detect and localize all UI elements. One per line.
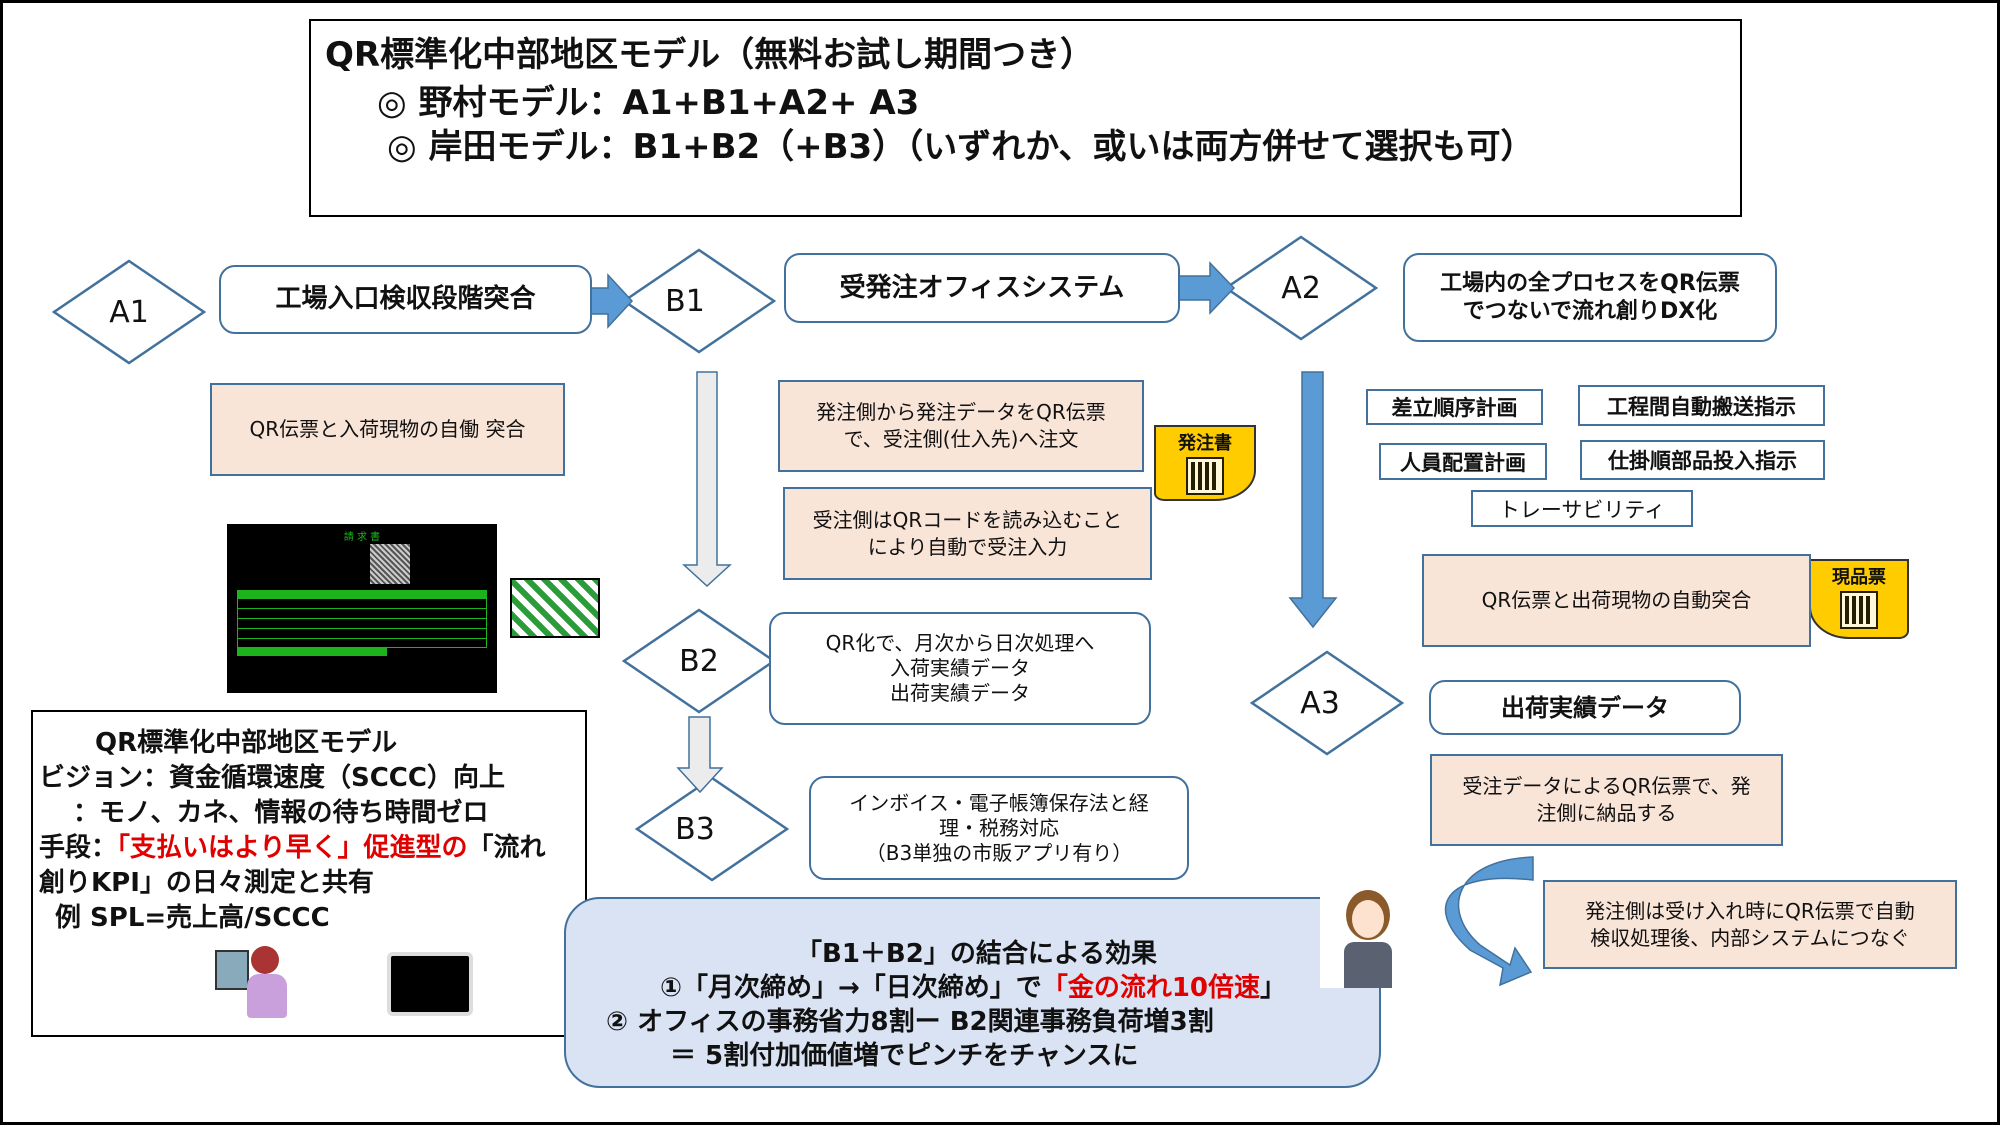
a2-step-line1: 工場内の全プロセスをQR伝票 xyxy=(1440,271,1740,296)
invoice-title: 請 求 書 xyxy=(343,532,381,543)
b2-line2: 入荷実績データ xyxy=(890,656,1030,680)
qr-code-icon xyxy=(1186,457,1224,495)
model-summary-panel: QR標準化中部地区モデル ビジョン：資金循環速度（SCCC）向上 ：モノ、カネ、… xyxy=(31,710,587,1037)
diamond-b1 xyxy=(621,248,777,354)
b2-line1: QR化で、月次から日次処理へ xyxy=(825,631,1095,655)
a1-detail-box: QR伝票と入荷現物の自働 突合 xyxy=(210,383,565,476)
arrow-b2-to-b3 xyxy=(676,716,724,794)
node-a2: A2 xyxy=(1281,270,1321,306)
tablet-icon xyxy=(387,952,473,1016)
diamond-b3 xyxy=(634,776,790,882)
node-a3: A3 xyxy=(1300,685,1340,721)
b2-line3: 出荷実績データ xyxy=(890,681,1030,705)
effect-title: 「B1＋B2」の結合による効果 xyxy=(796,939,1158,969)
item-tag-note: 現品票 xyxy=(1809,559,1909,639)
effect-line2: ② オフィスの事務省力8割ー B2関連事務負荷増3割 xyxy=(606,1007,1214,1037)
qr-code-icon xyxy=(1840,591,1878,629)
title-box: QR標準化中部地区モデル（無料お試し期間つき） ◎ 野村モデル：A1+B1+A2… xyxy=(309,19,1742,217)
order-note-label: 発注書 xyxy=(1178,433,1232,454)
b3-line1: インボイス・電子帳簿保存法と経 xyxy=(849,790,1149,815)
page-title: QR標準化中部地区モデル（無料お試し期間つき） xyxy=(325,35,1095,75)
b1-detail2-box: 受注側はQRコードを読み込むこと により自動で受注入力 xyxy=(783,487,1152,580)
node-b3: B3 xyxy=(675,811,715,847)
means-prefix: 手段： xyxy=(39,833,118,863)
arrow-b1-to-b2 xyxy=(682,371,732,588)
diamond-a3 xyxy=(1249,650,1405,756)
boxes-icon xyxy=(510,578,600,638)
node-b1: B1 xyxy=(665,283,705,319)
nomura-model: ◎ 野村モデル：A1+B1+A2+ A3 xyxy=(377,83,920,123)
invoice-table xyxy=(237,598,487,648)
example-line: 例 SPL=売上高/SCCC xyxy=(55,903,330,933)
b3-line3: （B3単独の市販アプリ有り） xyxy=(865,840,1133,865)
invoice-table-header xyxy=(237,590,487,598)
order-note: 発注書 xyxy=(1154,425,1256,501)
final-box: 発注側は受け入れ時にQR伝票で自動 検収処理後、内部システムにつなぐ xyxy=(1543,880,1957,969)
item-tag-label: 現品票 xyxy=(1832,567,1886,588)
cheerful-woman-icon xyxy=(1320,884,1413,988)
b1-detail2-line2: により自動で受注入力 xyxy=(867,534,1068,559)
a3-step-box: 出荷実績データ xyxy=(1429,680,1741,735)
a3-detail-line1: 受注データによるQR伝票で、発 xyxy=(1462,774,1751,798)
effect-box: 「B1＋B2」の結合による効果 ①「月次締め」→「日次締め」で「金の流れ10倍速… xyxy=(564,897,1381,1088)
b3-line2: 理・税務対応 xyxy=(939,815,1059,840)
vision-line2: ：モノ、カネ、情報の待ち時間ゼロ xyxy=(73,798,489,828)
arrow-a2-down xyxy=(1288,371,1338,629)
a2-tag: 差立順序計画 xyxy=(1366,389,1543,425)
b1-detail1-box: 発注側から発注データをQR伝票 で、受注側(仕入先)へ注文 xyxy=(778,380,1144,472)
diamond-a1 xyxy=(51,259,207,365)
invoice-total-bar xyxy=(237,648,387,656)
panel-title: QR標準化中部地区モデル xyxy=(95,728,398,758)
diamond-b2 xyxy=(621,608,777,714)
curved-arrow xyxy=(1444,856,1534,987)
a2-tag: 仕掛順部品投入指示 xyxy=(1580,440,1825,480)
kishida-model: ◎ 岸田モデル：B1+B2（+B3）（いずれか、或いは両方併せて選択も可） xyxy=(387,127,1535,167)
qr-code-icon xyxy=(370,544,410,584)
b1-detail1-line2: で、受注側(仕入先)へ注文 xyxy=(843,427,1079,451)
means-line1: 手段：「支払いはより早く」促進型の「流れ xyxy=(39,827,546,864)
effect-line1-prefix: ①「月次締め」→「日次締め」で xyxy=(660,973,1042,1003)
node-a1: A1 xyxy=(109,294,149,330)
a2-step-box: 工場内の全プロセスをQR伝票 でつないで流れ創りDX化 xyxy=(1403,253,1777,342)
means-suffix: 「流れ xyxy=(467,833,546,863)
means-line2: 創りKPI」の日々測定と共有 xyxy=(39,868,374,898)
b1-detail1-line1: 発注側から発注データをQR伝票 xyxy=(816,400,1106,424)
b1-detail2-line1: 受注側はQRコードを読み込むこと xyxy=(812,507,1123,532)
a2-tag: 工程間自動搬送指示 xyxy=(1578,385,1825,426)
office-worker-icon xyxy=(211,946,293,1022)
b2-box: QR化で、月次から日次処理へ 入荷実績データ 出荷実績データ xyxy=(769,612,1151,725)
vision-line1: ビジョン：資金循環速度（SCCC）向上 xyxy=(39,763,505,793)
b3-box: インボイス・電子帳簿保存法と経 理・税務対応 （B3単独の市販アプリ有り） xyxy=(809,776,1189,880)
effect-line3: ＝ 5割付加価値増でピンチをチャンスに xyxy=(670,1041,1139,1071)
effect-highlight: 「金の流れ10倍速 xyxy=(1041,973,1260,1003)
a2-step-line2: でつないで流れ創りDX化 xyxy=(1462,298,1718,324)
node-b2: B2 xyxy=(679,643,719,679)
means-highlight: 「支払いはより早く」促進型の xyxy=(117,833,468,863)
a2-tag: 人員配置計画 xyxy=(1379,443,1547,480)
effect-line1-suffix: 」 xyxy=(1260,973,1287,1003)
a2-detail-box: QR伝票と出荷現物の自動突合 xyxy=(1422,554,1811,647)
a1-step-box: 工場入口検収段階突合 xyxy=(219,265,592,334)
a3-detail-box: 受注データによるQR伝票で、発 注側に納品する xyxy=(1430,754,1783,846)
b1-step-box: 受発注オフィスシステム xyxy=(784,253,1180,323)
effect-line1: ①「月次締め」→「日次締め」で「金の流れ10倍速」 xyxy=(660,967,1286,1004)
final-line1: 発注側は受け入れ時にQR伝票で自動 xyxy=(1585,898,1915,923)
a3-detail-line2: 注側に納品する xyxy=(1536,801,1677,825)
a2-tag: トレーサビリティ xyxy=(1471,490,1693,527)
invoice-image: 請 求 書 xyxy=(227,524,497,693)
final-line2: 検収処理後、内部システムにつなぐ xyxy=(1590,925,1910,950)
diamond-a2 xyxy=(1223,235,1379,341)
